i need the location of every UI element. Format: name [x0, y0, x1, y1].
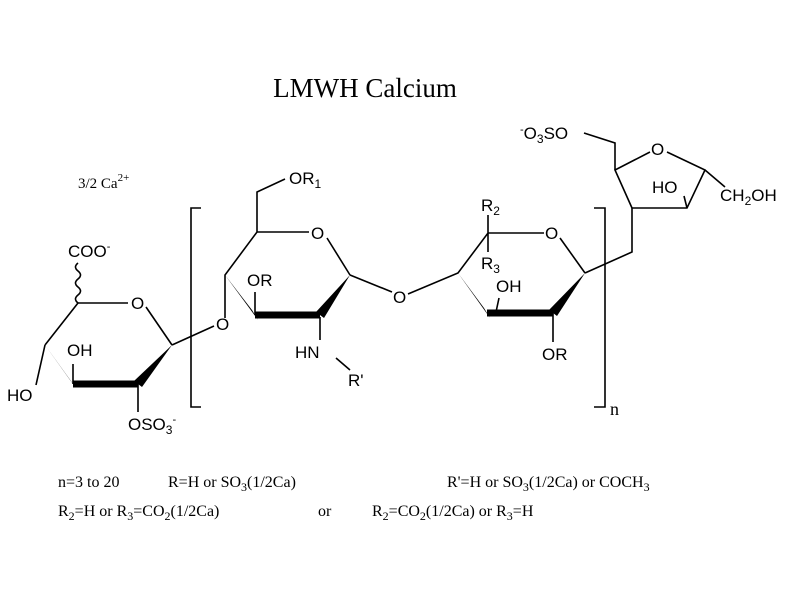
glycosidic-oxygen-label: O — [393, 288, 406, 307]
rprime-definition: R'=H or SO3(1/2Ca) or COCH3 — [447, 474, 650, 494]
right-bracket — [594, 207, 606, 408]
ring3-oxygen-label: O — [545, 224, 558, 243]
substituent-legend: n=3 to 20 R=H or SO3(1/2Ca) R'=H or SO3(… — [58, 474, 650, 523]
or-label: OR — [247, 271, 273, 290]
n-range-text: n=3 to 20 — [58, 474, 119, 491]
iduronic-acid-ring — [35, 262, 215, 412]
carboxylate-label: COO- — [68, 241, 111, 261]
ring4-oxygen-label: O — [651, 140, 664, 159]
furanose-ring — [583, 132, 726, 209]
diagram-title: LMWH Calcium — [273, 73, 457, 103]
counterion-label: 3/2 Ca2+ — [78, 172, 129, 192]
r-definition: R=H or SO3(1/2Ca) — [168, 474, 296, 494]
or1-label: OR1 — [289, 169, 322, 191]
r3-label: R3 — [481, 254, 500, 276]
hydroxyl-label: OH — [67, 341, 93, 360]
hydroxymethyl-label: CH2OH — [720, 186, 777, 208]
uronic-acid-ring — [407, 208, 633, 342]
r2-r3-option-2: R2=CO2(1/2Ca) or R3=H — [372, 503, 534, 523]
ring2-oxygen-label: O — [311, 224, 324, 243]
sulfate-label: -O3SO — [520, 124, 568, 146]
or-label: OR — [542, 345, 568, 364]
glucosamine-ring — [224, 178, 393, 371]
ring1-oxygen-label: O — [131, 294, 144, 313]
left-bracket — [190, 207, 201, 408]
r2-r3-option-1: R2=H or R3=CO2(1/2Ca) — [58, 503, 219, 523]
repeat-count-label: n — [610, 399, 619, 419]
amine-label: HN — [295, 343, 320, 362]
hydroxyl-label: HO — [7, 386, 33, 405]
rprime-label: R' — [348, 371, 364, 390]
sulfate-label: OSO3- — [128, 414, 176, 437]
r2-label: R2 — [481, 196, 500, 218]
glycosidic-oxygen-label: O — [216, 315, 229, 334]
hydroxyl-label: HO — [652, 178, 678, 197]
hydroxyl-label: OH — [496, 277, 522, 296]
or-text: or — [318, 503, 332, 520]
